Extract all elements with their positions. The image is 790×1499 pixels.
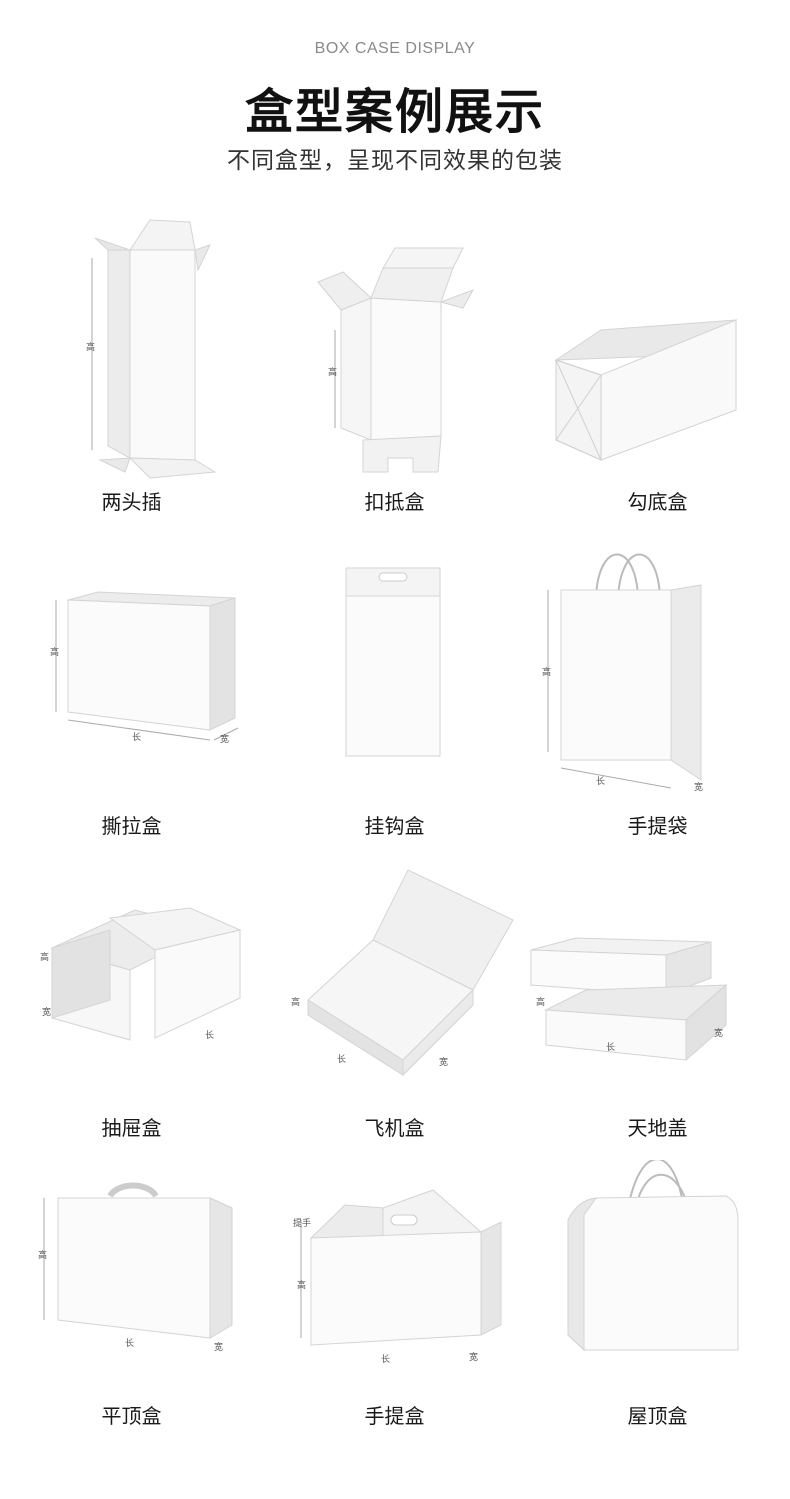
box-label: 挂钩盒 — [364, 814, 425, 838]
box-label: 平顶盒 — [101, 1404, 162, 1428]
mailer-box-icon: 高 长 宽 — [291, 869, 514, 1077]
svg-text:宽: 宽 — [439, 1056, 448, 1068]
eyebrow-text: BOX CASE DISPLAY — [314, 40, 476, 57]
box-label: 抽屉盒 — [101, 1116, 162, 1140]
header: BOX CASE DISPLAY 盒型案例展示 不同盒型，呈现不同效果的包装 — [0, 0, 790, 200]
svg-text:长: 长 — [606, 1041, 615, 1053]
box-card-flat-top: 高 长 宽 平顶盒 — [0, 1160, 263, 1450]
svg-text:宽: 宽 — [220, 733, 229, 745]
box-label: 扣抵盒 — [364, 490, 425, 514]
svg-text:高: 高 — [542, 666, 551, 678]
svg-text:宽: 宽 — [469, 1351, 478, 1363]
box-card-lid-base: 高 长 宽 天地盖 — [526, 860, 789, 1150]
svg-text:宽: 宽 — [214, 1341, 223, 1353]
handle-carry-box-icon: 提手 高 长 宽 — [293, 1189, 502, 1365]
svg-text:长: 长 — [205, 1029, 214, 1041]
paper-bag-icon: 高 长 宽 — [542, 553, 703, 793]
box-card-roof-bag: 屋顶盒 — [526, 1160, 789, 1450]
svg-text:高: 高 — [328, 366, 337, 378]
box-card-handle-carry: 提手 高 长 宽 手提盒 — [263, 1160, 526, 1450]
svg-text:高: 高 — [291, 996, 300, 1008]
box-card-mailer: 高 长 宽 飞机盒 — [263, 860, 526, 1150]
svg-text:宽: 宽 — [694, 781, 703, 793]
flat-top-handle-box-icon: 高 长 宽 — [38, 1182, 233, 1353]
svg-text:高: 高 — [50, 646, 59, 658]
tear-strip-box-icon: 高 长 宽 — [50, 591, 239, 745]
box-card-hang-tab: 挂钩盒 — [263, 540, 526, 840]
svg-text:高: 高 — [297, 1279, 306, 1291]
box-label: 手提袋 — [627, 814, 688, 838]
hang-tab-box-icon — [345, 567, 441, 757]
svg-text:高: 高 — [38, 1249, 47, 1261]
box-label: 屋顶盒 — [627, 1404, 688, 1428]
box-card-crash-lock: 勾底盒 — [526, 210, 789, 520]
svg-text:高: 高 — [536, 996, 545, 1008]
box-card-tuck-end: 高 两头插 — [0, 210, 263, 520]
svg-text:宽: 宽 — [714, 1027, 723, 1039]
svg-text:长: 长 — [125, 1337, 134, 1349]
page-title: 盒型案例展示 — [244, 84, 545, 140]
box-label: 撕拉盒 — [101, 814, 162, 838]
svg-text:长: 长 — [381, 1353, 390, 1365]
roof-bag-box-icon — [567, 1160, 739, 1352]
svg-text:高: 高 — [40, 951, 49, 963]
svg-text:高: 高 — [86, 341, 95, 353]
box-card-drawer: 高 宽 长 抽屉盒 — [0, 860, 263, 1150]
page-subtitle: 不同盒型，呈现不同效果的包装 — [227, 148, 563, 174]
svg-text:宽: 宽 — [42, 1006, 51, 1018]
lock-bottom-box-icon: 高 — [317, 247, 475, 473]
svg-text:长: 长 — [132, 731, 141, 743]
box-label: 手提盒 — [364, 1404, 425, 1428]
tuck-end-box-icon: 高 — [86, 219, 217, 479]
svg-text:长: 长 — [337, 1053, 346, 1065]
drawer-box-icon: 高 宽 长 — [40, 907, 242, 1041]
box-label: 天地盖 — [627, 1116, 688, 1140]
box-label: 两头插 — [101, 490, 162, 514]
crash-lock-box-icon — [554, 319, 738, 461]
box-card-tear-strip: 高 长 宽 撕拉盒 — [0, 540, 263, 840]
lid-base-box-icon: 高 长 宽 — [530, 937, 728, 1062]
box-label: 飞机盒 — [364, 1116, 425, 1140]
box-card-lock-bottom: 高 扣抵盒 — [263, 210, 526, 520]
svg-text:长: 长 — [596, 775, 605, 787]
box-card-paper-bag: 高 长 宽 手提袋 — [526, 540, 789, 840]
svg-text:提手: 提手 — [293, 1217, 311, 1229]
box-label: 勾底盒 — [627, 490, 688, 514]
